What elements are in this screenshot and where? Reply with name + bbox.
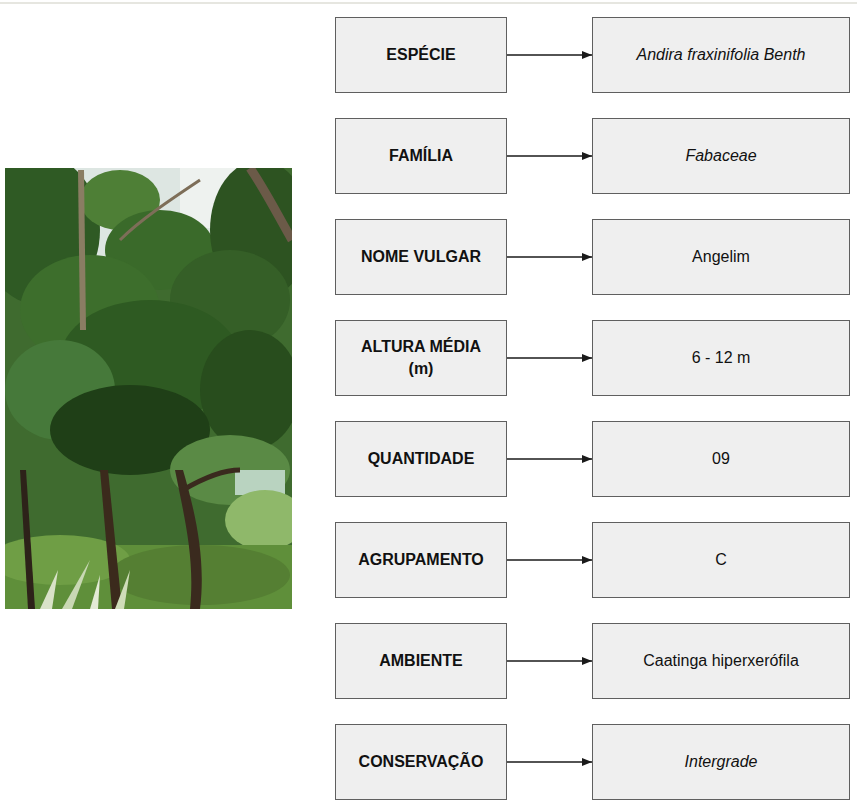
node-label: CONSERVAÇÃO <box>359 751 484 773</box>
value-box: Intergrade <box>592 724 850 800</box>
top-rule <box>0 2 857 4</box>
node-label: Fabaceae <box>685 145 756 167</box>
node-label: QUANTIDADE <box>368 448 475 470</box>
attribute-box: AMBIENTE <box>335 623 507 699</box>
node-label: AMBIENTE <box>379 650 463 672</box>
node-label: C <box>715 549 727 571</box>
attribute-box: QUANTIDADE <box>335 421 507 497</box>
node-label: Andira fraxinifolia Benth <box>637 44 806 66</box>
attribute-box: NOME VULGAR <box>335 219 507 295</box>
arrow-connector <box>507 559 592 560</box>
attribute-box: AGRUPAMENTO <box>335 522 507 598</box>
node-label: 6 - 12 m <box>692 347 751 369</box>
value-box: C <box>592 522 850 598</box>
attribute-box: ESPÉCIE <box>335 17 507 93</box>
node-label: ALTURA MÉDIA (m) <box>351 336 491 379</box>
value-box: Angelim <box>592 219 850 295</box>
node-label: ESPÉCIE <box>386 44 455 66</box>
attribute-box: CONSERVAÇÃO <box>335 724 507 800</box>
node-label: NOME VULGAR <box>361 246 481 268</box>
node-label: FAMÍLIA <box>389 145 453 167</box>
node-label: Angelim <box>692 246 750 268</box>
arrow-connector <box>507 256 592 257</box>
arrow-connector <box>507 357 592 358</box>
arrow-connector <box>507 761 592 762</box>
tree-photo <box>5 168 292 609</box>
node-label: Intergrade <box>685 751 758 773</box>
value-box: 6 - 12 m <box>592 320 850 396</box>
arrow-connector <box>507 155 592 156</box>
node-label: AGRUPAMENTO <box>358 549 484 571</box>
arrow-connector <box>507 660 592 661</box>
arrow-connector <box>507 54 592 55</box>
value-box: 09 <box>592 421 850 497</box>
value-box: Caatinga hiperxerófila <box>592 623 850 699</box>
value-box: Fabaceae <box>592 118 850 194</box>
attribute-box: ALTURA MÉDIA (m) <box>335 320 507 396</box>
attribute-box: FAMÍLIA <box>335 118 507 194</box>
value-box: Andira fraxinifolia Benth <box>592 17 850 93</box>
arrow-connector <box>507 458 592 459</box>
node-label: Caatinga hiperxerófila <box>643 650 799 672</box>
node-label: 09 <box>712 448 730 470</box>
